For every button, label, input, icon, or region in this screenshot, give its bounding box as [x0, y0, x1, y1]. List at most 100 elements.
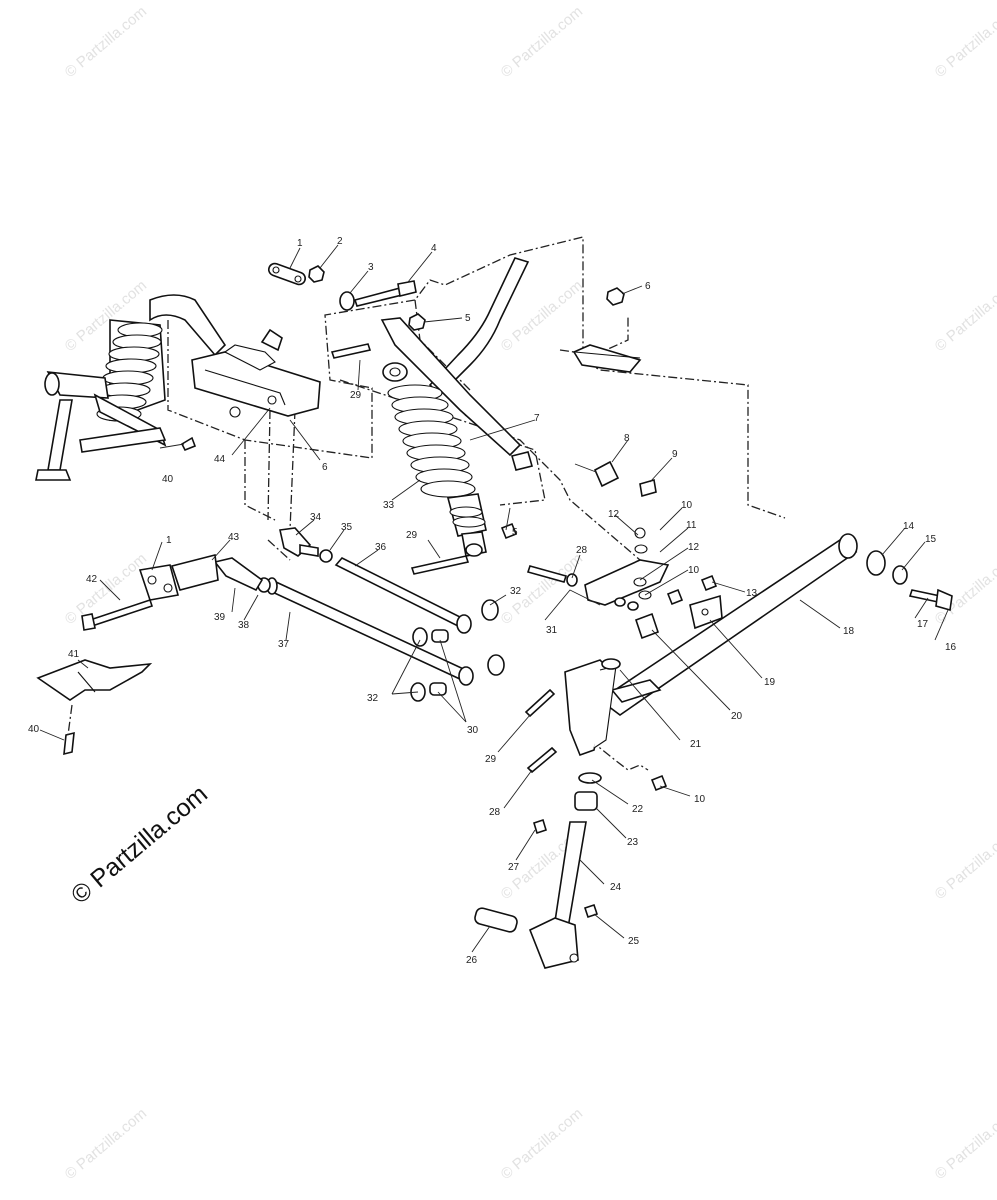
callout-34: 34 [310, 512, 322, 523]
callout-25: 25 [628, 936, 640, 947]
nut-5-mid [500, 522, 518, 540]
bracket-11 [584, 559, 670, 606]
callout-32: 32 [510, 586, 522, 597]
spindle-assembly [410, 522, 668, 969]
bushing-30b [429, 682, 447, 696]
callout-30: 30 [467, 725, 479, 736]
link-plate-1 [267, 262, 307, 286]
bushing-30a [431, 629, 449, 643]
callout-17: 17 [917, 619, 929, 630]
watermark: © Partzilla.com [62, 3, 150, 81]
plate-1-left [138, 564, 179, 601]
callout-1: 1 [166, 535, 172, 546]
nut-2 [308, 265, 325, 283]
callout-1: 1 [297, 238, 303, 249]
callout-4: 4 [431, 243, 437, 254]
rod-36 [334, 557, 468, 628]
bushing-14 [866, 550, 886, 576]
fitting-7 [511, 451, 533, 471]
callout-10: 10 [688, 565, 700, 576]
callout-19: 19 [764, 677, 776, 688]
callout-21: 21 [690, 739, 702, 750]
callout-29: 29 [406, 530, 418, 541]
callout-26: 26 [466, 955, 478, 966]
callout-27: 27 [508, 862, 520, 873]
bolt-17 [908, 589, 942, 603]
pin-26 [474, 907, 518, 933]
bolt-28-bottom [526, 746, 558, 774]
fitting-9 [639, 478, 657, 498]
bolt-29-mid [410, 555, 470, 575]
watermark: © Partzilla.com [932, 3, 997, 81]
callout-16: 16 [945, 642, 957, 653]
callout-22: 22 [632, 804, 644, 815]
bolt-16 [935, 588, 953, 612]
callout-38: 38 [238, 620, 250, 631]
bracket-43 [170, 553, 219, 591]
callout-10: 10 [694, 794, 706, 805]
mid-right-hardware [511, 451, 718, 611]
callout-31: 31 [546, 625, 558, 636]
watermark: © Partzilla.com [498, 1105, 586, 1183]
callout-35: 35 [341, 522, 353, 533]
rod-end-39 [213, 557, 264, 592]
callout-13: 13 [746, 588, 758, 599]
nut-15 [892, 565, 908, 585]
nut-6 [606, 287, 625, 306]
shock-mount-bracket [191, 328, 321, 418]
callout-14: 14 [903, 521, 915, 532]
skid-41 [36, 659, 153, 701]
callout-2: 2 [337, 236, 343, 247]
callout-44: 44 [214, 454, 226, 465]
callout-8: 8 [624, 433, 630, 444]
bushing-8 [593, 460, 620, 488]
watermark: © Partzilla.com [932, 550, 997, 628]
nut-5 [408, 313, 426, 331]
callout-42: 42 [86, 574, 98, 585]
callout-6: 6 [322, 462, 328, 473]
callout-36: 36 [375, 542, 387, 553]
callout-29: 29 [350, 390, 362, 401]
callout-41: 41 [68, 649, 80, 660]
watermark-large: © Partzilla.com [66, 780, 213, 910]
callout-29: 29 [485, 754, 497, 765]
callout-7: 7 [534, 413, 540, 424]
washer-12 [634, 544, 648, 554]
bolt-28-top [526, 565, 568, 583]
watermarks: © Partzilla.com © Partzilla.com © Partzi… [62, 3, 997, 1183]
callout-5: 5 [465, 313, 471, 324]
main-shock-absorber [380, 317, 522, 557]
skid-plate [36, 659, 153, 756]
watermark: © Partzilla.com [498, 3, 586, 81]
watermark: © Partzilla.com [932, 1105, 997, 1183]
nut-10-bottom [650, 774, 668, 792]
callout-39: 39 [214, 612, 226, 623]
watermark: © Partzilla.com [932, 825, 997, 903]
callout-11: 11 [686, 520, 697, 531]
washer-22 [578, 772, 602, 784]
callout-12: 12 [608, 509, 620, 520]
fitting-13 [700, 574, 718, 592]
leader-lines [39, 244, 949, 953]
right-hardware [866, 550, 953, 612]
bushing-23 [574, 791, 598, 811]
bracket-20 [634, 612, 660, 640]
callout-28: 28 [489, 807, 501, 818]
callout-37: 37 [278, 639, 290, 650]
watermark: © Partzilla.com [932, 277, 997, 355]
callout-12: 12 [688, 542, 700, 553]
washer-3 [339, 291, 355, 311]
callout-15: 15 [925, 534, 937, 545]
callout-28: 28 [576, 545, 588, 556]
callout-40: 40 [162, 474, 174, 485]
callout-6: 6 [645, 281, 651, 292]
callout-20: 20 [731, 711, 743, 722]
left-suspension-assembly [35, 294, 227, 481]
bolt-29-bottom [524, 688, 556, 718]
trailing-arm [598, 533, 858, 716]
callout-33: 33 [383, 500, 395, 511]
main-shock-spring [387, 384, 476, 498]
fitting-40-left [63, 731, 75, 756]
nut-35 [319, 549, 333, 563]
screw-27 [533, 818, 547, 835]
